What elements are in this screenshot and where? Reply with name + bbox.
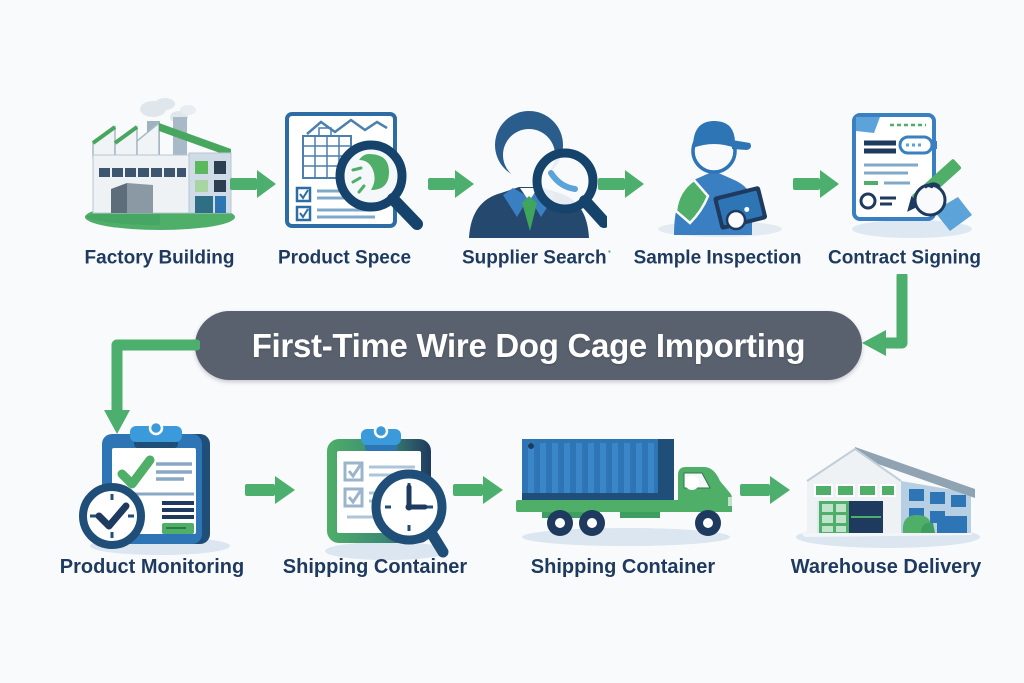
supplier-search-icon: [469, 111, 607, 238]
step-label: Supplier Search·: [461, 244, 612, 269]
page-title: First-Time Wire Dog Cage Importing: [251, 326, 806, 364]
connector-left-down-icon: [104, 339, 200, 434]
step-label: Product Monitoring: [59, 556, 245, 578]
step-label: Product Spece: [277, 247, 412, 269]
flow-arrow-right-icon: [598, 170, 644, 198]
step-label: Shipping Container: [282, 556, 468, 578]
flow-arrow-right-icon: [740, 476, 790, 504]
connector-down-left-icon: [862, 274, 908, 356]
warehouse-icon: [796, 447, 980, 548]
flow-arrow-right-icon: [428, 170, 474, 198]
step-label: Shipping Container: [530, 556, 716, 578]
step-label: Sample Inspection: [633, 247, 802, 269]
step-label: Warehouse Delivery: [790, 556, 982, 578]
product-monitoring-icon: [79, 420, 230, 555]
flow-arrow-right-icon: [230, 170, 276, 198]
flow-arrow-right-icon: [453, 476, 503, 504]
product-spec-icon: [285, 112, 423, 230]
title-banner: First-Time Wire Dog Cage Importing: [195, 311, 862, 380]
sample-inspection-icon: [658, 121, 782, 237]
flow-arrow-right-icon: [793, 170, 839, 198]
green-dot-mark: ·: [607, 244, 612, 259]
step-label: Contract Signing: [827, 247, 982, 269]
shipping-checklist-icon: [325, 423, 449, 560]
flow-arrow-right-icon: [245, 476, 295, 504]
container-truck-icon: [516, 439, 732, 546]
contract-signing-icon: [852, 113, 972, 238]
step-label: Factory Building: [84, 247, 235, 269]
factory-building-icon: [85, 98, 235, 230]
